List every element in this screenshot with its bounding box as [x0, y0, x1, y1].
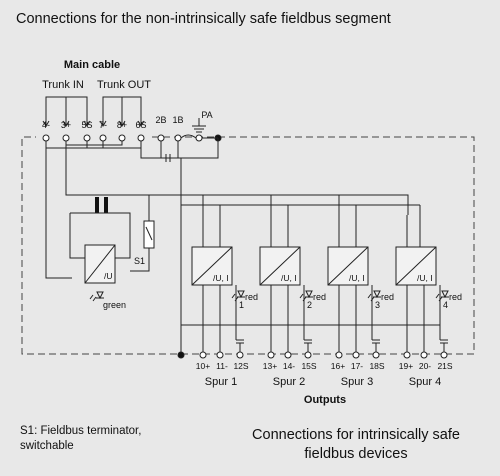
spur-2-converter: /U, I [281, 273, 297, 283]
output-terminal-circles [199, 351, 448, 359]
terminator-switch [145, 226, 153, 241]
spur-4-terminal-shield: 21S [437, 361, 452, 371]
bottom-caption: Connections for intrinsically safe field… [252, 427, 460, 462]
transformer-core-left [95, 197, 99, 213]
outputs-label: Outputs [304, 394, 346, 406]
spur-3-label: Spur 3 [341, 376, 373, 388]
trunk-in-arrows [42, 120, 91, 127]
green-led-label: green [103, 300, 126, 310]
spur-2-number: 2 [307, 300, 312, 310]
spur-1-terminal-shield: 12S [233, 361, 248, 371]
terminal-6: 6S [135, 120, 146, 130]
spur-module-2 [259, 195, 313, 352]
trunk-out-arrows [99, 120, 145, 127]
terminal-pa: PA [201, 110, 212, 120]
spur-1-label: Spur 1 [205, 376, 237, 388]
spur-1-number: 1 [239, 300, 244, 310]
trunk-out-bracket [102, 96, 142, 126]
pa-link [180, 134, 218, 139]
terminal-5: 5S [81, 120, 92, 130]
spur-3-terminal-plus: 16+ [331, 361, 345, 371]
spur-2-terminal-shield: 15S [301, 361, 316, 371]
spur-module-1 [191, 195, 245, 352]
terminal-1b: 1B [172, 115, 183, 125]
spur-2-terminal-minus: 14- [283, 361, 295, 371]
spur-2-label: Spur 2 [273, 376, 305, 388]
spur-3-terminal-shield: 18S [369, 361, 384, 371]
spur-1-terminal-minus: 11- [216, 361, 228, 371]
shield-capacitor [160, 141, 179, 162]
spur-4-led-label: red [449, 292, 462, 302]
spur-3-converter: /U, I [349, 273, 365, 283]
diagram-title: Connections for the non-intrinsically sa… [16, 11, 391, 27]
terminal-2b: 2B [155, 115, 166, 125]
terminal-4: 4- [42, 120, 50, 130]
spur-3-terminal-minus: 17- [351, 361, 363, 371]
trunk-out-label: Trunk OUT [97, 79, 151, 91]
spur-shield-links [239, 343, 445, 352]
enclosure-boundary [21, 136, 475, 355]
psu-label: /U [104, 271, 113, 281]
spur-1-converter: /U, I [213, 273, 229, 283]
transformer-winding [69, 212, 131, 259]
spur-4-label: Spur 4 [409, 376, 441, 388]
trunk-in-label: Trunk IN [42, 79, 84, 91]
spur-2-led-label: red [313, 292, 326, 302]
switch-label: S1 [134, 256, 145, 266]
spur-3-led-label: red [381, 292, 394, 302]
psu-diagonal [84, 244, 116, 284]
spur-1-terminal-plus: 10+ [196, 361, 210, 371]
spur-2-terminal-plus: 13+ [263, 361, 277, 371]
earth-symbol [192, 118, 206, 133]
spur-4-converter: /U, I [417, 273, 433, 283]
switch-wires [130, 195, 150, 272]
switch-footnote: S1: Fieldbus terminator, switchable [20, 425, 142, 452]
bus-minus [45, 141, 72, 279]
terminal-3: 3+ [61, 120, 71, 130]
spur-module-3 [327, 195, 381, 352]
shield-line [140, 138, 219, 159]
spur-1-led-label: red [245, 292, 258, 302]
spur-module-4 [395, 205, 449, 352]
trunk-in-bracket [45, 96, 88, 126]
main-cable-label: Main cable [64, 59, 120, 71]
terminal-8: 8+ [117, 120, 127, 130]
spur-4-number: 4 [443, 300, 448, 310]
bus-junction-dot [177, 351, 185, 359]
terminal-7: 7- [99, 120, 107, 130]
spur-4-terminal-minus: 20- [419, 361, 431, 371]
spur-4-terminal-plus: 19+ [399, 361, 413, 371]
trunk-in-out-links [46, 141, 142, 149]
transformer-core-right [104, 197, 108, 213]
spur-3-number: 3 [375, 300, 380, 310]
bus-plus [65, 141, 409, 215]
green-led-icon [89, 291, 104, 302]
top-terminal-circles [42, 134, 203, 142]
